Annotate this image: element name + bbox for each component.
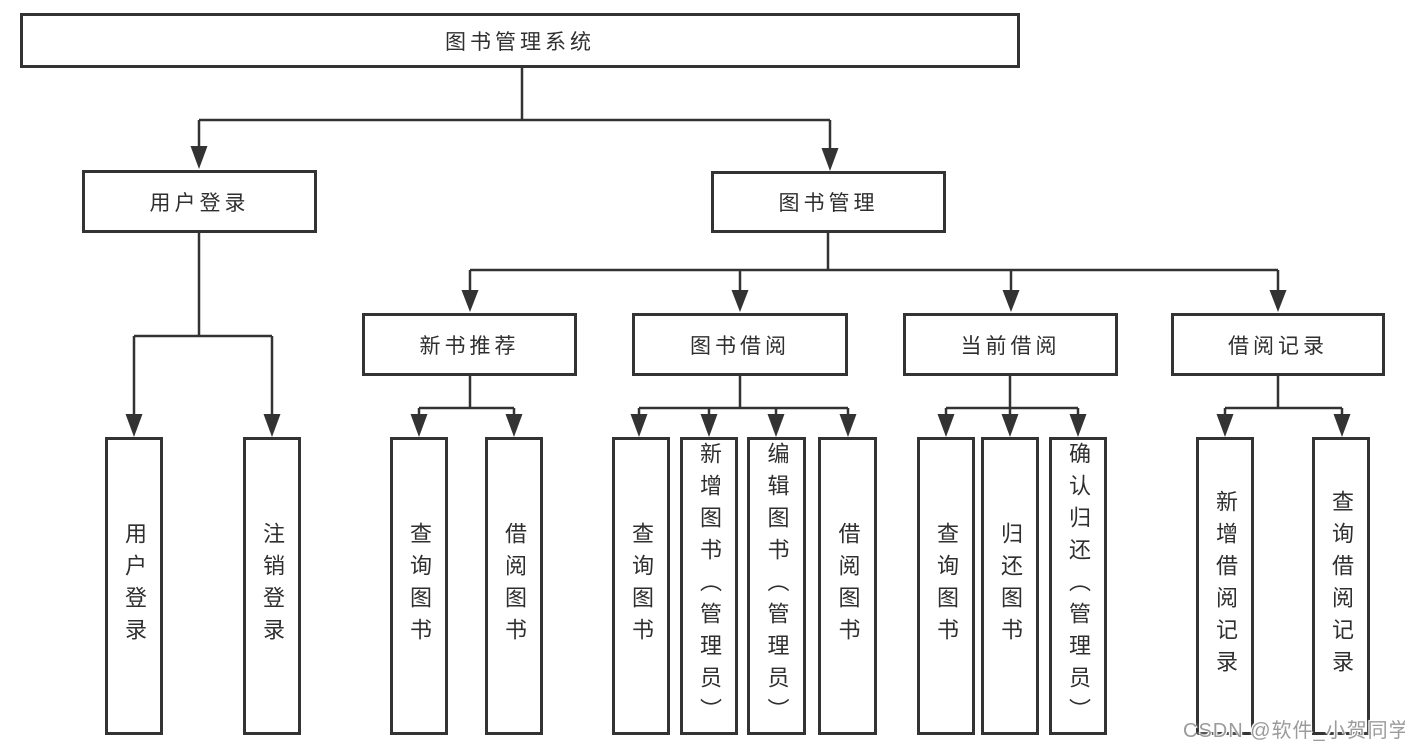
- connector-borrowing-records-to-leaves: [1223, 376, 1344, 415]
- leaf-add-borrow-record: 新增借阅记录: [1196, 437, 1254, 735]
- arrowheads-borrowing-records: [1216, 414, 1351, 437]
- leaf-query-books-recommend: 查询图书: [390, 437, 448, 735]
- arrowheads-user-login: [125, 414, 281, 437]
- arrowheads-level1: [190, 146, 839, 171]
- leaf-query-books-borrowing: 查询图书: [612, 437, 670, 735]
- leaf-query-borrow-record: 查询借阅记录: [1312, 437, 1370, 735]
- arrowheads-level2: [461, 290, 1287, 312]
- connector-new-book-to-leaves: [417, 376, 516, 415]
- leaf-return-books: 归还图书: [981, 437, 1039, 735]
- leaf-confirm-return-admin: 确认归还（管理员）: [1049, 437, 1107, 735]
- node-new-book-recommendation: 新书推荐: [362, 313, 577, 376]
- csdn-watermark: CSDN @软件_小贺同学: [1183, 720, 1405, 742]
- node-book-management: 图书管理: [711, 171, 946, 233]
- leaf-query-books-current: 查询图书: [917, 437, 975, 735]
- arrowheads-current-borrowing: [937, 414, 1087, 437]
- node-root-library-system: 图书管理系统: [20, 13, 1020, 68]
- leaf-user-login: 用户登录: [105, 437, 163, 735]
- leaf-borrow-books-recommend: 借阅图书: [485, 437, 543, 735]
- node-current-borrowing: 当前借阅: [903, 313, 1118, 376]
- node-user-login: 用户登录: [82, 170, 317, 233]
- arrowheads-book-borrowing: [630, 414, 857, 437]
- arrowheads-new-book: [410, 414, 523, 437]
- leaf-add-books-admin: 新增图书（管理员）: [680, 437, 738, 735]
- node-borrowing-records: 借阅记录: [1171, 313, 1385, 376]
- leaf-logout: 注销登录: [243, 437, 301, 735]
- connector-book-management-to-level2: [468, 233, 1280, 291]
- leaf-borrow-books: 借阅图书: [818, 437, 877, 735]
- connector-book-borrowing-to-leaves: [637, 376, 850, 415]
- connector-root-to-level1: [197, 68, 832, 149]
- leaf-edit-books-admin: 编辑图书（管理员）: [747, 437, 806, 735]
- connector-current-borrowing-to-leaves: [944, 376, 1080, 415]
- node-book-borrowing: 图书借阅: [632, 313, 848, 376]
- connector-user-login-to-leaves: [132, 233, 274, 415]
